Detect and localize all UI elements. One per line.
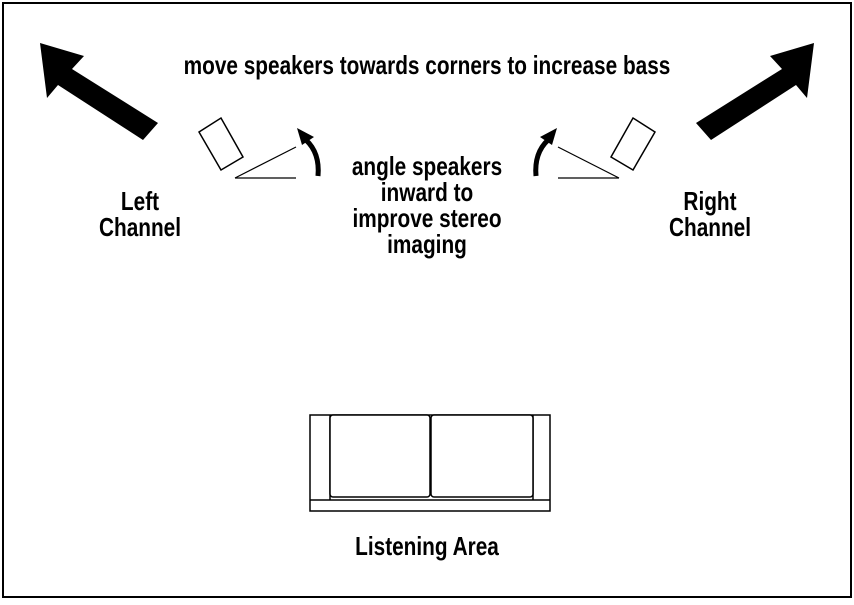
left-channel-line-1: Left <box>120 186 160 216</box>
diagonal-arrow-icon-left <box>40 43 158 140</box>
angle-instruction-line-3: improve stereo <box>352 203 502 233</box>
right-channel-label: Right Channel <box>646 188 774 240</box>
curved-arrow-icon-right <box>533 128 557 177</box>
angle-instruction-line-4: imaging <box>387 229 467 259</box>
angle-instruction-line-2: inward to <box>380 177 474 207</box>
speaker-icon-right <box>557 116 657 179</box>
couch-icon <box>309 414 551 512</box>
corner-placement-note: move speakers towards corners to increas… <box>183 50 671 80</box>
speaker-icon-left <box>197 116 297 179</box>
angle-instruction-note: angle speakers inward to improve stereo … <box>331 153 523 257</box>
curved-arrow-icon-left <box>297 128 321 177</box>
listening-area-label: Listening Area <box>355 531 499 561</box>
angle-instruction-line-1: angle speakers <box>351 151 503 181</box>
left-channel-line-2: Channel <box>98 212 182 242</box>
right-channel-line-1: Right <box>683 186 737 216</box>
diagonal-arrow-icon-right <box>696 43 814 140</box>
left-channel-label: Left Channel <box>76 188 204 240</box>
right-channel-line-2: Channel <box>668 212 752 242</box>
